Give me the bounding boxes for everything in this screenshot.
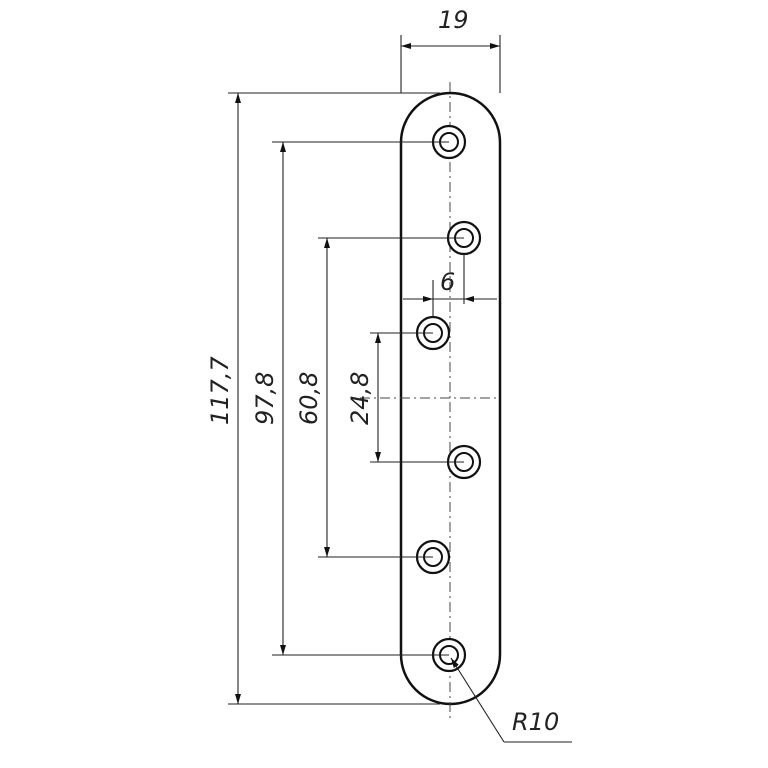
dimension-hole-offset-label: 6	[440, 268, 455, 296]
dimension-end-radius: R10	[450, 657, 572, 743]
dimension-total-length: 117,7	[206, 92, 440, 705]
dimension-middle-holes-label: 60,8	[295, 372, 323, 425]
dimension-end-radius-label: R10	[512, 708, 559, 736]
dimension-hole-offset: 6	[403, 254, 497, 317]
dimension-middle-holes: 60,8	[295, 237, 464, 558]
dimension-width: 19	[400, 6, 501, 93]
dimension-outer-holes: 97,8	[251, 141, 449, 656]
dimension-inner-holes: 24,8	[346, 332, 464, 463]
dimension-width-label: 19	[438, 6, 469, 34]
dimension-inner-holes-label: 24,8	[346, 372, 374, 425]
dimension-outer-holes-label: 97,8	[251, 372, 279, 425]
dimension-total-length-label: 117,7	[206, 356, 234, 425]
